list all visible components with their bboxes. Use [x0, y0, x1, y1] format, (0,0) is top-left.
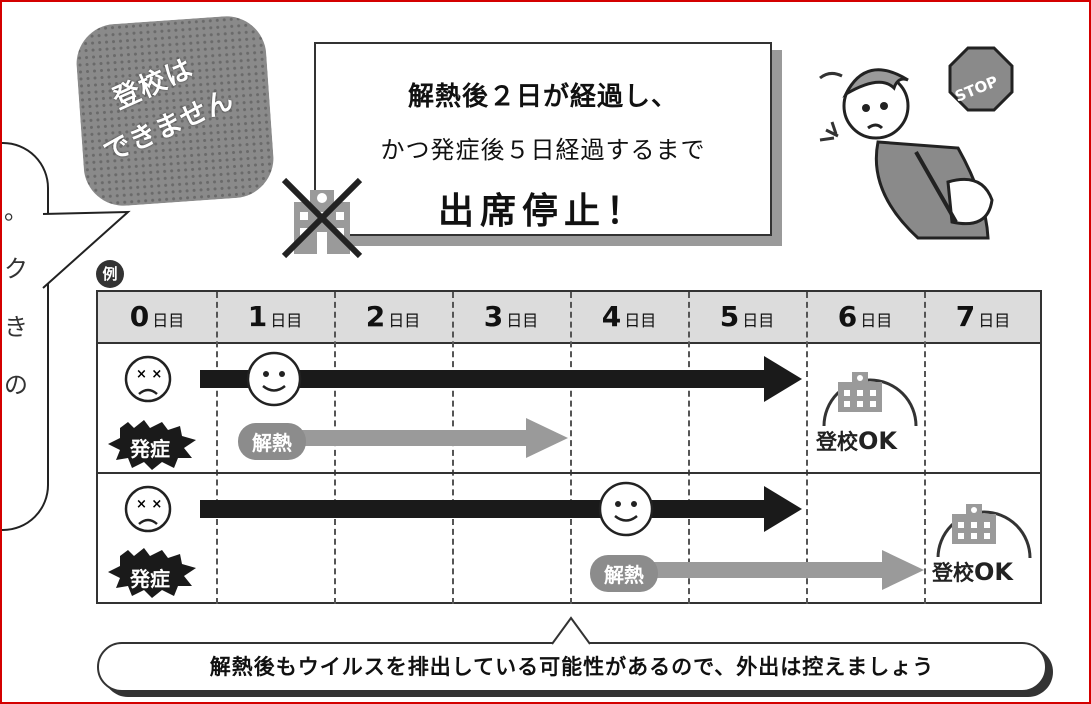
- onset-burst: [108, 548, 196, 598]
- day-number: 7: [955, 300, 976, 333]
- onset-label: 発症: [130, 567, 170, 591]
- note-pointer: [551, 616, 591, 645]
- example-label: 例: [96, 260, 124, 288]
- day-number: 2: [365, 300, 386, 333]
- title-line3: 出席停止！: [437, 191, 648, 232]
- school-ok-text: OK: [974, 558, 1013, 586]
- day-unit: 日目: [860, 311, 893, 330]
- bubble-char: ク: [4, 255, 28, 283]
- column-divider: [452, 292, 454, 604]
- row2-gray-arrow: [652, 550, 924, 590]
- speech-bubble-text: 。 ク き の: [4, 182, 28, 414]
- day-number: 4: [601, 300, 622, 333]
- row-divider: [98, 472, 1040, 474]
- day-number: 5: [719, 300, 740, 333]
- day-number: 3: [483, 300, 504, 333]
- column-divider: [924, 292, 926, 604]
- row2-dark-arrow: [200, 486, 802, 532]
- school-ok-label: 登校OK: [816, 426, 897, 456]
- note-text: 解熱後もウイルスを排出している可能性があるので、外出は控えましょう: [209, 655, 935, 679]
- day-unit: 日目: [506, 311, 539, 330]
- column-divider: [806, 292, 808, 604]
- school-ok-badge: [936, 504, 1032, 559]
- day-unit: 日目: [388, 311, 421, 330]
- sick-face-icon: × ×: [124, 355, 172, 403]
- title-line1: 解熱後２日が経過し、: [407, 82, 678, 112]
- smile-face-icon: [246, 351, 302, 407]
- column-divider: [570, 292, 572, 604]
- day-unit: 日目: [270, 311, 303, 330]
- column-divider: [334, 292, 336, 604]
- row1-dark-arrow: [200, 356, 802, 402]
- day-unit: 日目: [742, 311, 775, 330]
- fever-down-label: 解熱: [238, 423, 306, 460]
- day-unit: 日目: [152, 311, 185, 330]
- bubble-char: の: [4, 371, 28, 399]
- sick-face-icon: × ×: [124, 485, 172, 533]
- day-number: 6: [837, 300, 858, 333]
- day-unit: 日目: [978, 311, 1011, 330]
- note-box: 解熱後もウイルスを排出している可能性があるので、外出は控えましょう: [97, 642, 1047, 692]
- title-line2: かつ発症後５日経過するまで: [380, 136, 706, 164]
- svg-text:× ×: × ×: [136, 497, 162, 512]
- bubble-char: 。: [4, 197, 28, 225]
- fever-down-label: 解熱: [590, 555, 658, 592]
- school-ok-badge: [822, 372, 918, 427]
- school-ok-text: OK: [858, 427, 897, 455]
- school-ok-label: 登校OK: [932, 557, 1013, 587]
- speech-bubble-tail: [42, 210, 131, 289]
- day-number: 1: [247, 300, 268, 333]
- column-divider: [688, 292, 690, 604]
- onset-label: 発症: [130, 437, 170, 461]
- title-box: 解熱後２日が経過し、 かつ発症後５日経過するまで 出席停止！: [314, 42, 772, 236]
- school-crossed-icon: [281, 177, 363, 259]
- day-unit: 日目: [624, 311, 657, 330]
- onset-burst: [108, 420, 196, 470]
- day-number: 0: [129, 300, 150, 333]
- column-divider: [216, 292, 218, 604]
- speech-bubble: [2, 142, 49, 531]
- school-ok-prefix: 登校: [816, 430, 858, 454]
- bubble-char: き: [4, 313, 28, 341]
- sick-student-illustration: [819, 46, 1014, 240]
- row1-gray-arrow: [302, 418, 568, 458]
- smile-face-icon: [598, 481, 654, 537]
- school-ok-prefix: 登校: [932, 561, 974, 585]
- svg-text:× ×: × ×: [136, 367, 162, 382]
